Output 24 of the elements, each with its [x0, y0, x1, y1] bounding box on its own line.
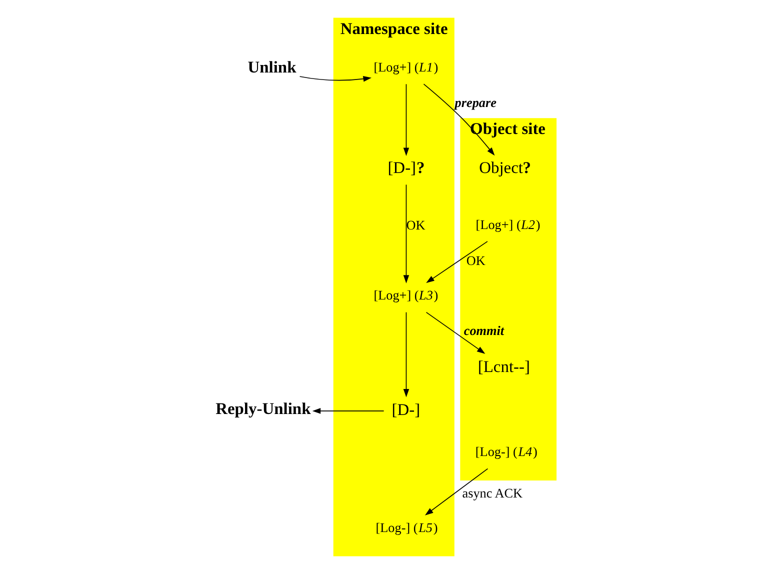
arrow — [402, 312, 409, 398]
node-text: [Log+] (L1) — [373, 59, 438, 74]
arrow — [422, 84, 494, 156]
node-text: [D-]? — [387, 158, 424, 177]
arrow — [402, 184, 409, 284]
arrow — [298, 76, 371, 82]
arrow — [312, 408, 384, 414]
node-text: Object? — [478, 158, 530, 177]
arrow — [402, 84, 409, 156]
edge-label: commit — [463, 323, 504, 338]
node-text: [Log-] (L5) — [375, 520, 438, 535]
arrow — [424, 468, 488, 516]
edge-label: async ACK — [462, 485, 522, 500]
arrow — [425, 312, 485, 354]
node-text: Unlink — [247, 57, 296, 76]
node-text: [Lcnt--] — [477, 357, 530, 376]
edge-label: OK — [466, 253, 485, 268]
node-text: Reply-Unlink — [215, 399, 310, 418]
arrow — [426, 241, 488, 284]
node-text: [Log-] (L4) — [474, 444, 537, 460]
node-text: [D-] — [391, 400, 420, 420]
node-text: [Log+] (L3) — [373, 288, 438, 303]
edge-label: OK — [406, 218, 425, 233]
node-text: [Log+] (L2) — [475, 216, 540, 232]
